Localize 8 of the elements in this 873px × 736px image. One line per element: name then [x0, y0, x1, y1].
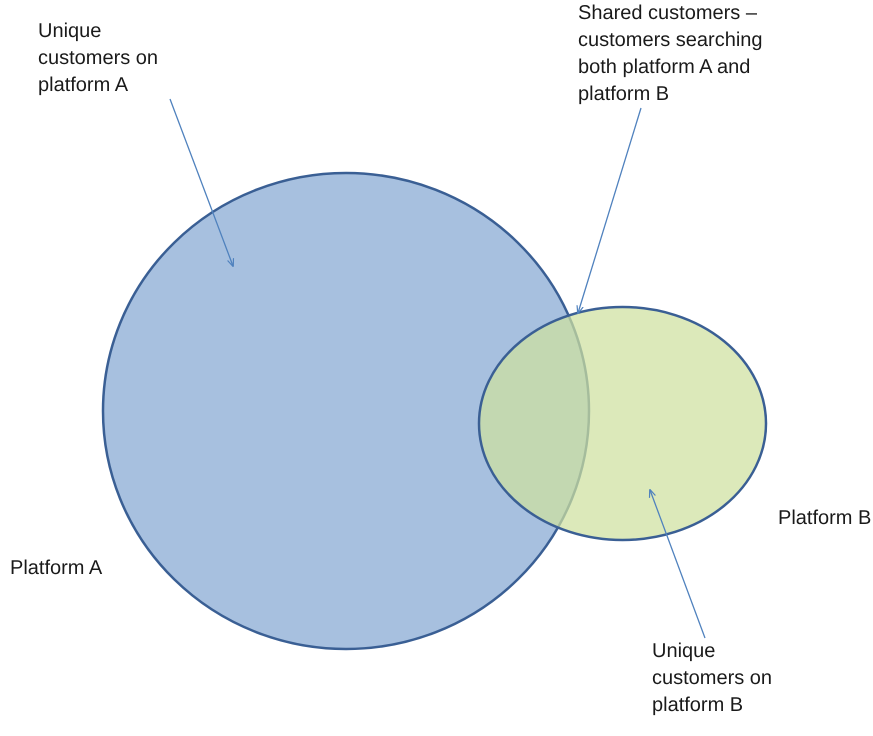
callout-text: Shared customers – customers searching both platform A and platform B	[578, 1, 764, 107]
set-label: Platform A	[10, 556, 104, 581]
leader-arrow	[648, 488, 706, 638]
leader-arrow	[169, 98, 234, 268]
callout-text: Unique customers on platform A	[38, 19, 160, 98]
callout-text: Unique customers on platform B	[652, 639, 774, 718]
set-label: Platform B	[778, 506, 872, 531]
leader-arrow	[576, 108, 642, 314]
